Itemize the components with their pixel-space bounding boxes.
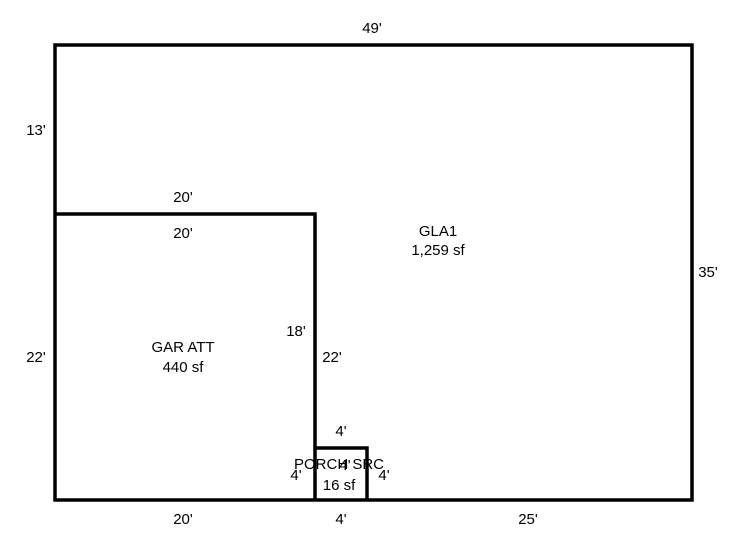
dim-bottom-left: 20' [173, 511, 193, 528]
gla1-outline [53, 43, 694, 502]
dim-porch-left: 4' [290, 467, 301, 484]
porch-size: 16 sf [323, 477, 356, 494]
dim-garage-top-outer: 20' [173, 189, 193, 206]
porch-name: PORCH SRC [294, 456, 384, 473]
dim-top: 49' [362, 20, 382, 37]
gla1-size: 1,259 sf [411, 242, 465, 259]
dim-bottom-right: 25' [518, 511, 538, 528]
dim-gla-inner-right: 22' [322, 349, 342, 366]
dim-left-lower: 22' [26, 349, 46, 366]
garage-size: 440 sf [163, 359, 205, 376]
gla1-name: GLA1 [419, 223, 457, 240]
dim-porch-right: 4' [378, 467, 389, 484]
dim-bottom-mid: 4' [335, 511, 346, 528]
dim-left-upper: 13' [26, 122, 46, 139]
garage-outline [55, 212, 317, 500]
dim-porch-top: 4' [335, 423, 346, 440]
garage-name: GAR ATT [151, 339, 214, 356]
porch-outline [315, 446, 369, 500]
dim-porch-inner: 4' [339, 457, 350, 474]
dim-garage-right: 18' [286, 323, 306, 340]
dim-garage-top-inner: 20' [173, 225, 193, 242]
dim-right: 35' [698, 264, 718, 281]
